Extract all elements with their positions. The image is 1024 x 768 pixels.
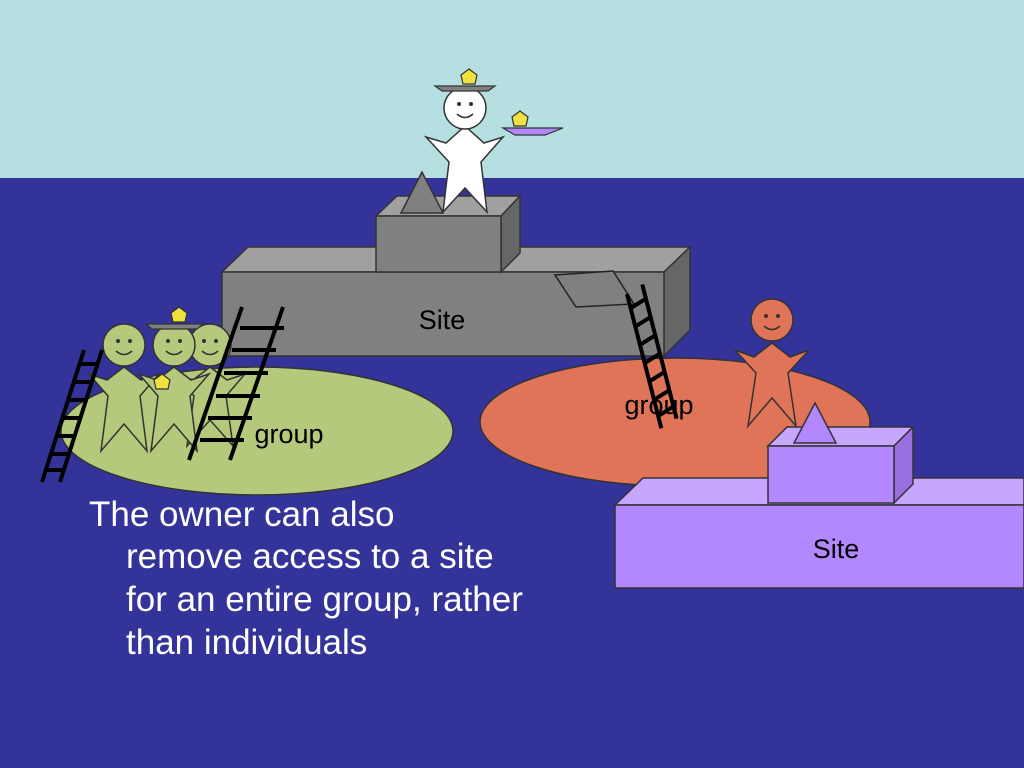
triangle-marker-icon bbox=[792, 401, 838, 444]
owner-figure bbox=[423, 68, 564, 215]
green-member-figure bbox=[136, 306, 212, 454]
hat-icon bbox=[144, 323, 205, 330]
caption-text: The owner can also remove access to a si… bbox=[89, 495, 523, 662]
triangle-marker-icon bbox=[399, 170, 445, 214]
caption-line: The owner can also bbox=[89, 495, 394, 534]
site-label-grey: Site bbox=[419, 305, 466, 335]
caption-line: than individuals bbox=[126, 623, 367, 662]
sky-background bbox=[0, 0, 1024, 178]
site-label-purple: Site bbox=[813, 534, 860, 564]
site-platform-purple bbox=[613, 401, 1024, 589]
site-platform-grey bbox=[220, 170, 692, 358]
crown-icon bbox=[170, 306, 188, 323]
ladder-center-icon bbox=[187, 306, 285, 461]
group-label-green: group bbox=[254, 419, 323, 449]
caption-line: remove access to a site bbox=[126, 537, 494, 576]
tray-icon bbox=[500, 127, 564, 136]
orange-member-figure bbox=[734, 298, 810, 429]
crown-icon bbox=[511, 110, 529, 127]
hat-icon bbox=[433, 85, 497, 92]
caption-line: for an entire group, rather bbox=[126, 580, 523, 619]
green-member-figure bbox=[86, 323, 162, 454]
crown-icon bbox=[153, 373, 171, 390]
crown-icon bbox=[460, 68, 478, 85]
